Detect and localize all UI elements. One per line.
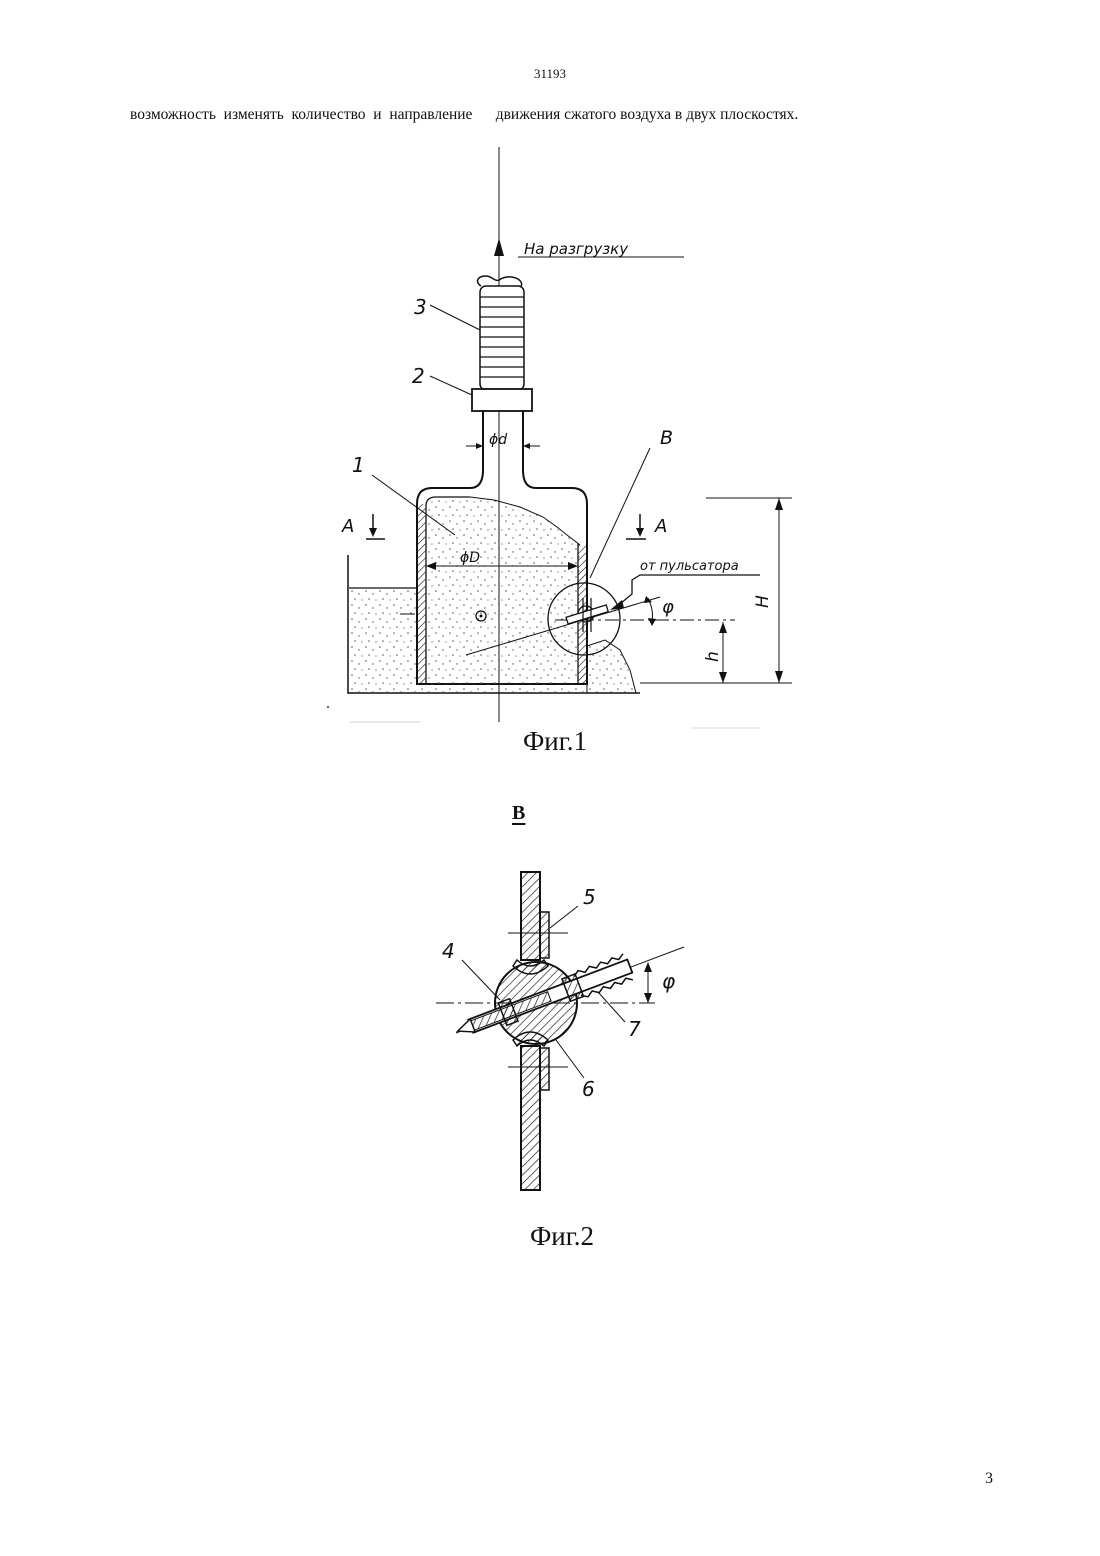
- vessel-wall-lower: [521, 1046, 540, 1190]
- label-part-5: 5: [583, 885, 596, 909]
- label-part-6: 6: [582, 1077, 595, 1101]
- page-number: 3: [985, 1470, 993, 1488]
- figure-2-caption: Фиг.2: [0, 1221, 1100, 1252]
- label-part-4: 4: [442, 939, 455, 963]
- figure-2-drawing: 4 5 6 7 φ: [0, 0, 1100, 1220]
- label-part-7: 7: [628, 1017, 641, 1041]
- vessel-wall-upper: [521, 872, 540, 960]
- label-angle-phi-2: φ: [662, 969, 675, 993]
